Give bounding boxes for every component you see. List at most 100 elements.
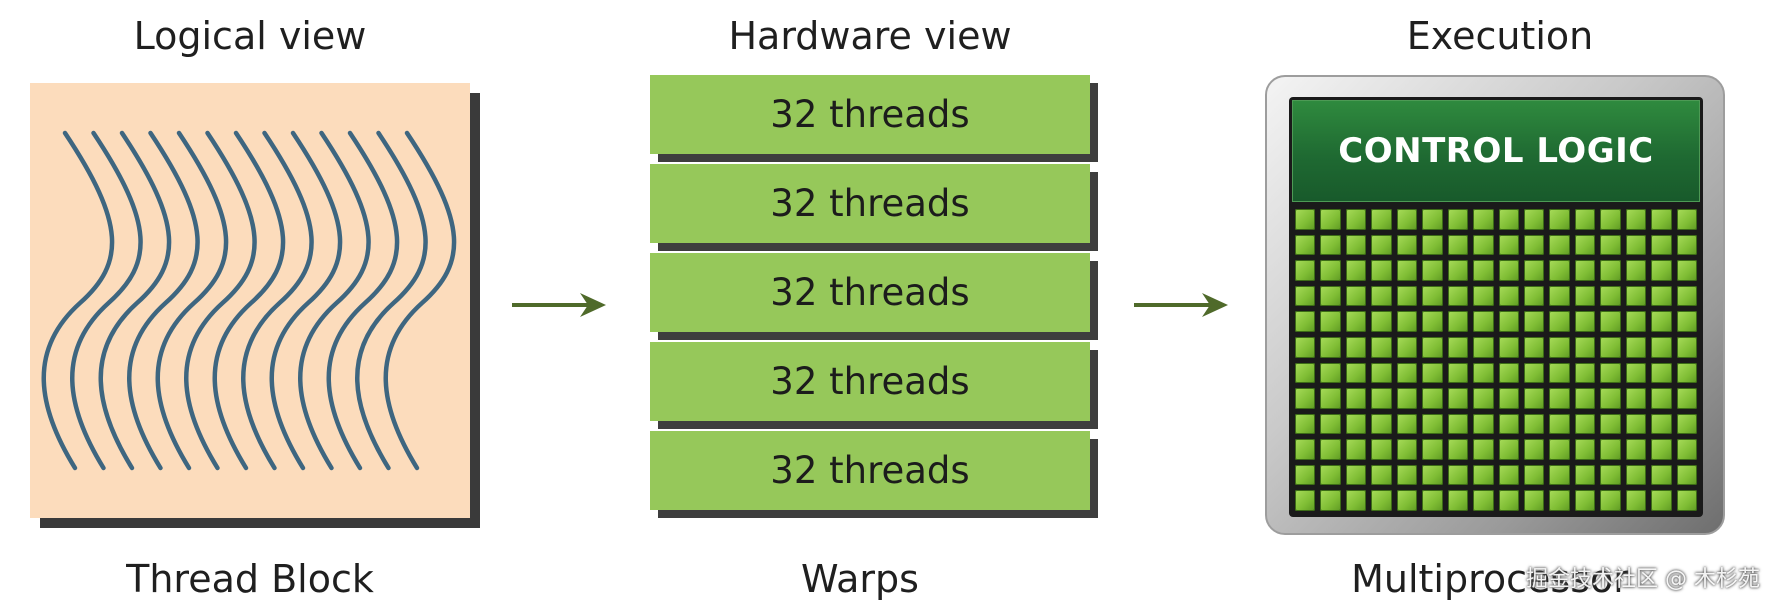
core-cell [1549,209,1570,230]
core-cell [1676,413,1697,435]
thread-line [355,130,428,471]
core-cell [1549,388,1570,409]
core-cell [1549,285,1570,307]
core-cell [1523,336,1545,358]
core-cell [1396,234,1418,256]
core-cell [1523,234,1545,256]
thread-line [41,130,115,471]
core-cell [1625,388,1647,409]
thread-line [298,130,371,471]
warp: 32 threads [650,75,1098,162]
core-cell [1345,490,1367,511]
execution-heading: Execution [1406,14,1594,58]
core-cell [1498,439,1519,460]
warp-label: 32 threads [650,431,1090,510]
core-cell [1523,209,1545,230]
core-cell [1574,362,1596,384]
core-cell [1676,490,1697,511]
core-cell [1651,439,1672,460]
core-cell [1473,285,1494,307]
core-cell [1447,234,1469,256]
core-cell [1473,260,1494,281]
core-cell [1498,285,1519,307]
core-cell [1574,285,1596,307]
core-cell [1498,388,1519,409]
core-cell [1676,336,1697,358]
core-cell [1295,336,1316,358]
core-cell [1396,311,1418,332]
core-cell [1473,439,1494,460]
thread-line [127,130,200,471]
core-cell [1625,311,1647,332]
core-cell [1295,285,1316,307]
core-cell [1600,439,1621,460]
core-cell [1320,490,1341,511]
core-cell [1345,285,1367,307]
core-cell [1396,209,1418,230]
core-cell [1651,490,1672,511]
core-cell [1473,464,1494,486]
core-cell [1345,260,1367,281]
core-cell [1295,311,1316,332]
core-cell [1295,388,1316,409]
core-cell [1523,285,1545,307]
watermark: 掘金技术社区 @ 木杉苑 [1526,567,1760,592]
core-cell [1473,490,1494,511]
core-cell [1498,336,1519,358]
core-cell [1651,311,1672,332]
core-cell [1295,362,1316,384]
core-cell [1498,260,1519,281]
core-cell [1498,490,1519,511]
core-cell [1422,336,1443,358]
warp-label: 32 threads [650,75,1090,154]
core-cell [1473,362,1494,384]
core-cell [1549,490,1570,511]
core-cell [1320,209,1341,230]
core-cell [1549,362,1570,384]
core-cell [1422,388,1443,409]
core-cell [1396,388,1418,409]
core-cell [1676,464,1697,486]
core-cell [1295,464,1316,486]
chip-die: CONTROL LOGIC [1289,97,1703,517]
multiprocessor-caption: Multiprocessor [1351,557,1629,601]
warp-label: 32 threads [650,164,1090,243]
core-cell [1651,362,1672,384]
core-cell [1320,260,1341,281]
core-cell [1523,260,1545,281]
warps-caption: Warps [801,557,919,601]
core-cell [1523,311,1545,332]
thread-line [212,130,286,471]
core-cell [1295,260,1316,281]
core-cell [1574,336,1596,358]
core-cell [1498,311,1519,332]
core-cell [1396,336,1418,358]
core-cell [1320,464,1341,486]
core-cell [1396,285,1418,307]
core-cell [1320,336,1341,358]
core-cell [1574,234,1596,256]
core-cell [1651,336,1672,358]
core-cell [1600,336,1621,358]
core-cell [1625,464,1647,486]
core-cell [1625,362,1647,384]
core-cell [1600,209,1621,230]
core-cell [1523,388,1545,409]
control-logic-block: CONTROL LOGIC [1292,100,1700,202]
core-cell [1447,336,1469,358]
core-cell [1651,388,1672,409]
core-cell [1345,464,1367,486]
core-cell [1447,413,1469,435]
core-cell [1625,439,1647,460]
core-cell [1371,285,1392,307]
core-cell [1447,388,1469,409]
core-cell [1549,464,1570,486]
core-cell [1651,413,1672,435]
core-cell [1574,209,1596,230]
core-cell [1371,413,1392,435]
thread-line [70,130,143,471]
core-cell [1625,336,1647,358]
core-cell [1600,490,1621,511]
core-cell [1447,439,1469,460]
core-cell [1676,234,1697,256]
